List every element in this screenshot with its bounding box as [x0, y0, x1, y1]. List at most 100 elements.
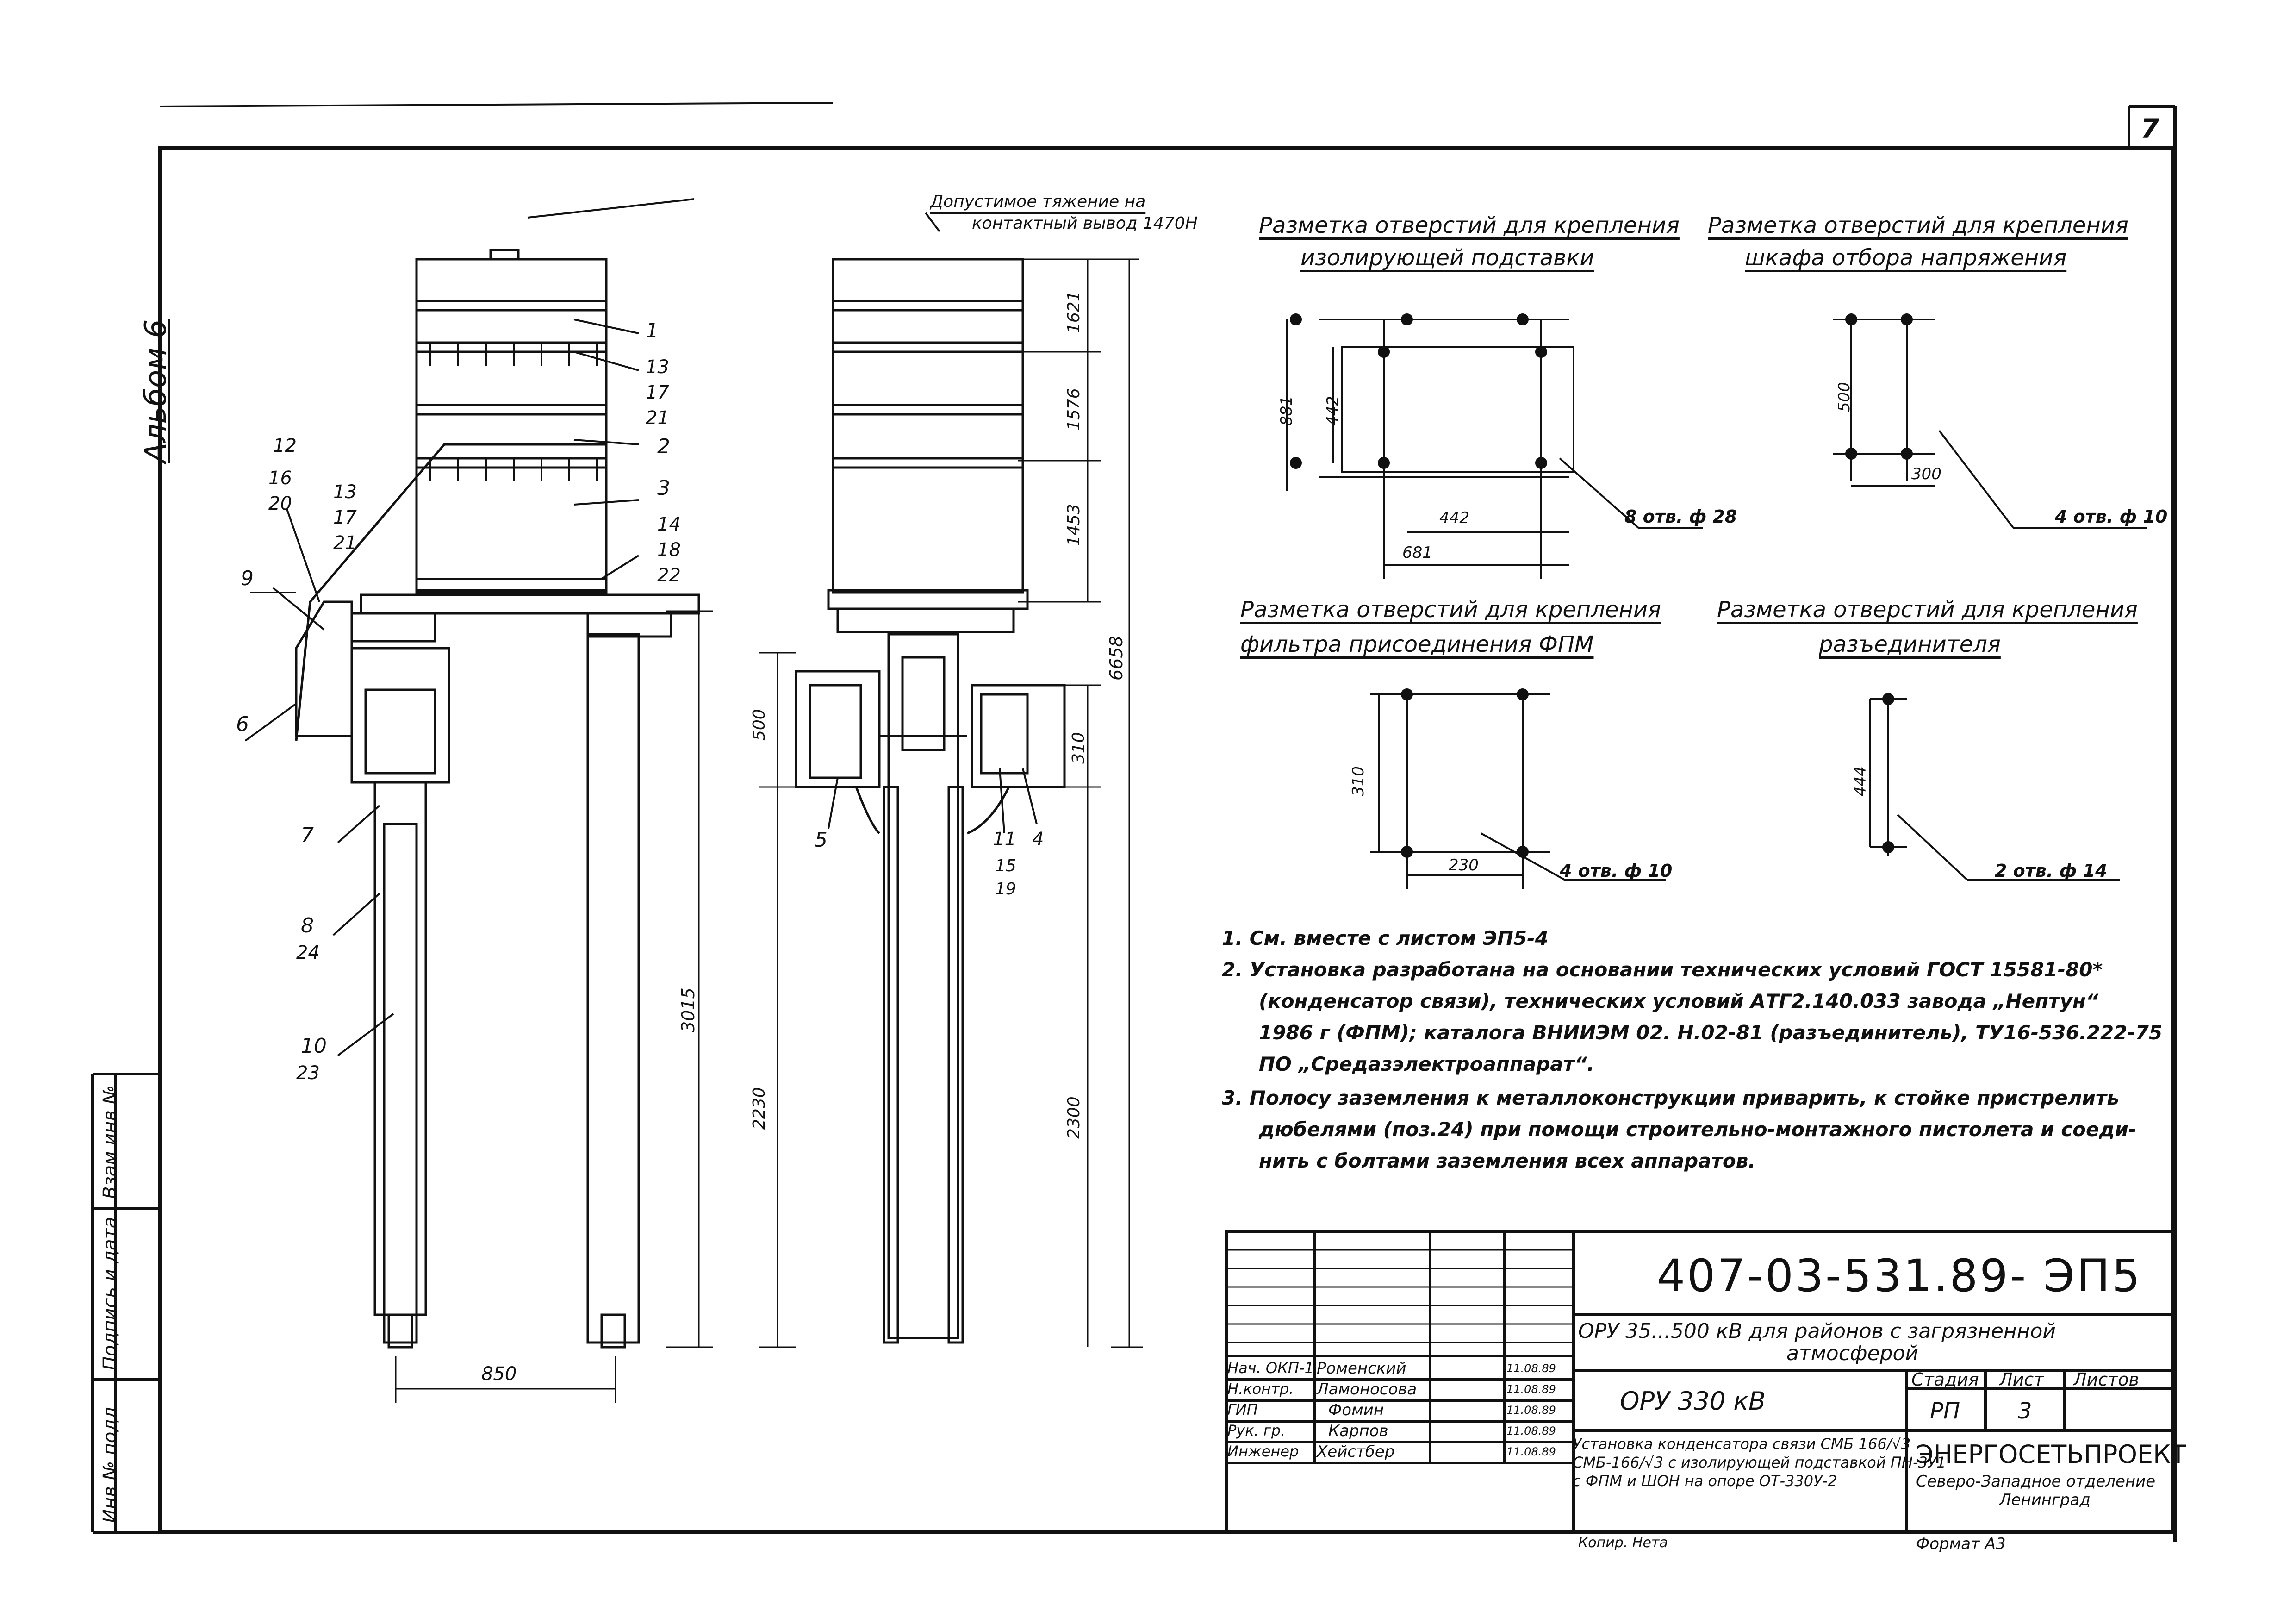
- callout-14: 14: [657, 514, 681, 535]
- margin-label-replace: Взам.инв.№: [100, 1085, 121, 1199]
- detail4-holes: 2 отв. ф 14: [1995, 861, 2108, 881]
- sheets-header: Листов: [2073, 1369, 2139, 1390]
- document-code: 407-03-531.89- ЭП5: [1657, 1250, 2142, 1302]
- note-2: 2. Установка разработана на основании те…: [1222, 958, 2103, 981]
- dim-2300: 2300: [1064, 1096, 1083, 1139]
- copied-label: Копир. Нета: [1578, 1535, 1668, 1551]
- callout-2: 2: [657, 435, 670, 458]
- dim-310: 310: [1069, 732, 1088, 764]
- callout-20: 20: [268, 493, 292, 514]
- detail1-dim-442h: 442: [1439, 509, 1469, 527]
- signer-role-3: ГИП: [1227, 1401, 1258, 1418]
- callout-24: 24: [296, 942, 320, 963]
- signer-name-3: Фомин: [1328, 1401, 1384, 1419]
- album-label: Альбом 6: [139, 319, 173, 463]
- sheet-frame: [158, 146, 2175, 1534]
- description-line3: с ФПМ и ШОН на опоре ОТ-330У-2: [1573, 1472, 1837, 1490]
- format-label: Формат А3: [1916, 1535, 2006, 1553]
- callout-13: 13: [646, 356, 669, 378]
- callout-18: 18: [657, 539, 681, 561]
- description-line2: СМБ-166/√3 с изолирующей подставкой ПН-3…: [1573, 1454, 1946, 1471]
- front-view: [295, 249, 713, 1403]
- support-pole-front: [373, 781, 427, 1316]
- detail4-title: Разметка отверстий для крепления: [1717, 597, 2138, 623]
- detail3-dim-310: 310: [1349, 766, 1368, 796]
- signer-name-1: Роменский: [1317, 1359, 1406, 1378]
- coupling-filter: [795, 670, 881, 788]
- tension-note-line1: Допустимое тяжение на: [930, 192, 1146, 211]
- dim-2230: 2230: [750, 1087, 769, 1130]
- detail2-dim-500: 500: [1835, 382, 1854, 412]
- callout-7: 7: [301, 824, 314, 847]
- detail4-subtitle: разъединителя: [1819, 631, 2001, 657]
- dim-3015: 3015: [678, 987, 698, 1032]
- callout-8: 8: [301, 914, 314, 937]
- detail1-holes: 8 отв. ф 28: [1624, 506, 1737, 527]
- margin-label-inv: Инв.№ подл.: [100, 1401, 121, 1523]
- callout-4: 4: [1032, 829, 1044, 850]
- dim-1453: 1453: [1064, 504, 1083, 546]
- callout-23: 23: [296, 1062, 320, 1084]
- detail3-dim-230: 230: [1449, 856, 1479, 874]
- callout-22: 22: [657, 565, 681, 586]
- signer-date-5: 11.08.89: [1506, 1445, 1556, 1458]
- callout-19: 19: [995, 880, 1016, 899]
- sheet-title: ОРУ 330 кВ: [1620, 1387, 1766, 1416]
- callout-6: 6: [236, 712, 249, 736]
- margin-label-sign: Подпись и дата: [100, 1217, 121, 1370]
- callout-21b: 21: [333, 532, 357, 554]
- callout-17b: 17: [333, 507, 357, 528]
- signer-name-2: Ламоносова: [1317, 1380, 1417, 1399]
- signer-date-1: 11.08.89: [1506, 1362, 1556, 1375]
- callout-16: 16: [268, 468, 292, 489]
- sheet-header: Лист: [1999, 1369, 2044, 1390]
- detail1-dim-881: 881: [1277, 396, 1296, 426]
- note-3b: дюбелями (поз.24) при помощи строительно…: [1259, 1118, 2137, 1141]
- org-city: Ленинград: [1999, 1491, 2091, 1509]
- note-3c: нить с болтами заземления всех аппаратов…: [1259, 1149, 1756, 1172]
- callout-17: 17: [646, 382, 669, 403]
- org-name: ЭНЕРГОСЕТЬПРОЕКТ: [1916, 1440, 2186, 1469]
- detail2-title: Разметка отверстий для крепления: [1708, 212, 2128, 238]
- detail2-subtitle: шкафа отбора напряжения: [1745, 245, 2067, 271]
- detail3-title: Разметка отверстий для крепления: [1240, 597, 1661, 623]
- project-name-line1: ОРУ 35...500 кВ для районов с загрязненн…: [1578, 1319, 2056, 1343]
- note-3: 3. Полосу заземления к металлоконструкци…: [1222, 1087, 2119, 1109]
- signer-name-4: Карпов: [1328, 1422, 1388, 1440]
- detail-coupling-filter: [1370, 688, 1666, 889]
- callout-11: 11: [993, 829, 1016, 850]
- callout-10: 10: [301, 1034, 327, 1058]
- note-2b: (конденсатор связи), технических условий…: [1259, 990, 2098, 1012]
- signer-date-2: 11.08.89: [1506, 1383, 1556, 1396]
- support-pole-side: [887, 633, 959, 1339]
- callout-21: 21: [646, 407, 669, 429]
- dim-500: 500: [750, 709, 769, 741]
- signer-role-4: Рук. гр.: [1227, 1422, 1286, 1439]
- detail1-dim-681: 681: [1402, 543, 1432, 562]
- callout-1: 1: [646, 319, 659, 343]
- note-2d: ПО „Средазэлектроаппарат“.: [1259, 1053, 1594, 1075]
- detail4-dim-444: 444: [1851, 766, 1870, 796]
- title-block: [1225, 1230, 2174, 1534]
- note-2c: 1986 г (ФПМ); каталога ВНИИЭМ 02. Н.02-8…: [1259, 1021, 2163, 1044]
- detail2-holes: 4 отв. ф 10: [2055, 506, 2168, 527]
- detail-disconnector: [1869, 693, 2120, 881]
- detail2-dim-300: 300: [1911, 465, 1941, 483]
- stage-value: РП: [1930, 1398, 1960, 1424]
- sheet-value: 3: [2018, 1398, 2032, 1424]
- callout-12: 12: [273, 435, 297, 456]
- callout-5: 5: [815, 828, 828, 852]
- tension-note-line2: контактный вывод 1470Н: [972, 214, 1198, 233]
- note-1: 1. См. вместе с листом ЭП5-4: [1222, 927, 1549, 949]
- detail3-subtitle: фильтра присоединения ФПМ: [1240, 631, 1594, 657]
- signer-date-4: 11.08.89: [1506, 1424, 1556, 1437]
- detail-insulator-base: [1286, 313, 1703, 579]
- dim-850: 850: [481, 1363, 517, 1385]
- detail1-title: Разметка отверстий для крепления: [1259, 212, 1680, 238]
- callout-15: 15: [995, 856, 1016, 875]
- side-view: [759, 212, 1143, 1348]
- org-branch: Северо-Западное отделение: [1916, 1472, 2156, 1491]
- callout-3: 3: [657, 476, 670, 500]
- dim-1576: 1576: [1064, 388, 1083, 431]
